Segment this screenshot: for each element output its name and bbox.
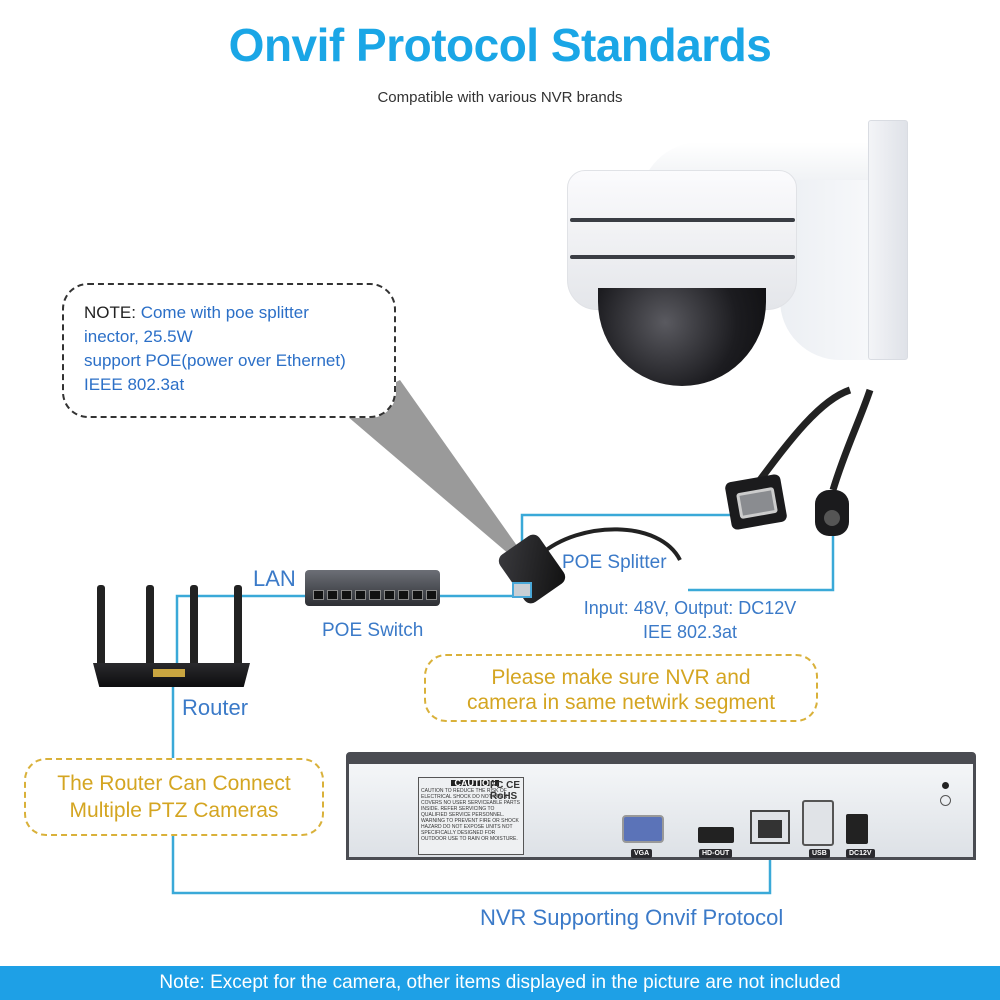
note-line-4: IEEE 802.3at	[84, 375, 185, 394]
router-cameras-callout: The Router Can Connect Multiple PTZ Came…	[24, 758, 324, 836]
port-tag-dc12v: DC12V	[846, 849, 875, 858]
caution-title: CAUTION	[451, 779, 499, 788]
camera-groove	[570, 218, 795, 222]
wire-splitter-camera-dc	[688, 530, 835, 592]
ground-icon	[940, 795, 951, 806]
nvr-lan-port	[750, 810, 790, 844]
router-antenna	[234, 585, 242, 670]
certification-marks: FC CE RoHS	[490, 780, 520, 802]
nvr-reset-hole	[942, 782, 949, 789]
router-antenna	[146, 585, 154, 670]
nvr-caution-label: CAUTION CAUTION TO REDUCE THE RISK OF EL…	[418, 777, 524, 855]
wire-router-switch	[175, 594, 306, 670]
poe-switch-label: POE Switch	[322, 620, 424, 641]
camera-cable-rj45	[757, 386, 852, 483]
caution-text: CAUTION TO REDUCE THE RISK OF ELECTRICAL…	[421, 788, 520, 818]
note-line-3: support POE(power over Ethernet)	[84, 351, 346, 370]
network-segment-callout: Please make sure NVR and camera in same …	[424, 654, 818, 722]
page-subtitle: Compatible with various NVR brands	[377, 89, 623, 106]
camera-cable-dc	[829, 388, 874, 492]
splitter-spec-standard: IEE 802.3at	[642, 622, 738, 642]
dc-power-port	[846, 814, 868, 844]
splitter-cable	[538, 527, 682, 561]
note-lead: NOTE:	[84, 303, 136, 322]
note-line-1: Come with poe splitter	[140, 303, 309, 322]
hdmi-port	[698, 827, 734, 843]
page-title: Onvif Protocol Standards	[228, 19, 772, 71]
lan-label: LAN	[253, 566, 296, 591]
dc-socket-opening	[824, 510, 840, 526]
warning-text: WARNING TO PREVENT FIRE OR SHOCK HAZARD …	[421, 818, 519, 842]
ptz-camera-body	[567, 170, 797, 310]
router-callout-line-2: Multiple PTZ Cameras	[69, 799, 279, 822]
port-tag-usb: USB	[809, 849, 830, 858]
splitter-spec-voltage: Input: 48V, Output: DC12V	[583, 598, 797, 618]
router-lan-ports	[153, 669, 185, 677]
note-pointer	[340, 380, 520, 555]
network-callout-line-2: camera in same netwirk segment	[466, 691, 776, 714]
poe-splitter-port	[512, 582, 532, 598]
note-callout: NOTE: Come with poe splitter inector, 25…	[62, 283, 396, 418]
port-tag-vga: VGA	[631, 849, 653, 858]
nvr-label: NVR Supporting Onvif Protocol	[480, 905, 784, 930]
router-callout-line-1: The Router Can Connect	[57, 772, 291, 795]
router-antenna	[97, 585, 105, 670]
poe-switch-ports	[313, 590, 437, 600]
camera-wall-bracket-plate	[868, 120, 908, 360]
usb-ports	[802, 800, 834, 846]
port-tag-hdout: HD-OUT	[699, 849, 733, 858]
poe-switch	[305, 570, 440, 606]
footer-disclaimer: Note: Except for the camera, other items…	[0, 966, 1000, 1000]
network-callout-line-1: Please make sure NVR and	[491, 666, 751, 689]
note-line-2: inector, 25.5W	[84, 327, 193, 346]
router-label: Router	[182, 695, 249, 720]
poe-splitter-label: POE Splitter	[562, 552, 667, 573]
vga-port	[622, 815, 664, 843]
router-antenna	[190, 585, 198, 670]
camera-groove	[570, 255, 795, 259]
